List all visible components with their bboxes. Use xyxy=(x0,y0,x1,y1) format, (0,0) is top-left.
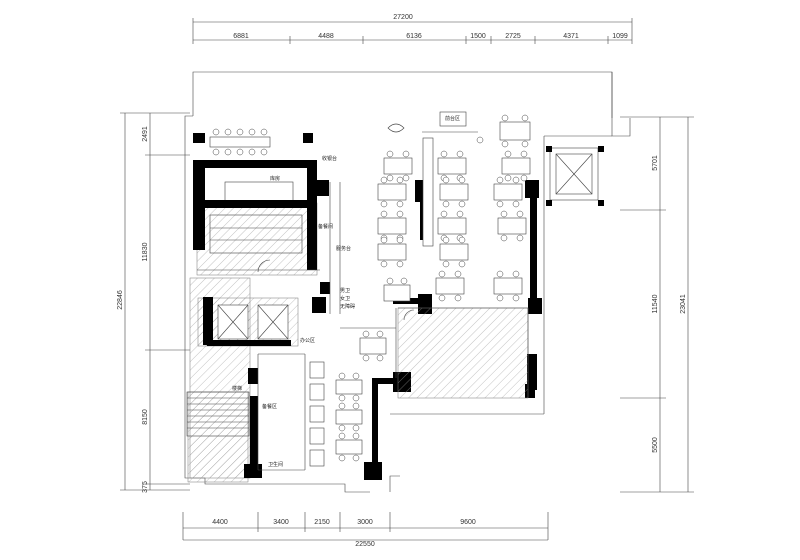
top-dimension-line: 27200 6881 4488 6136 1500 2725 4371 1099 xyxy=(192,14,633,44)
dining-table xyxy=(377,236,407,268)
upper-elevator-core xyxy=(209,181,303,254)
top-dimension-segment: 4488 xyxy=(318,33,334,40)
dining-table xyxy=(377,210,407,242)
bottom-dimension-segment: 3400 xyxy=(273,519,289,526)
dining-table xyxy=(499,114,531,148)
booth-row xyxy=(309,361,325,467)
bottom-dimension-segment: 4400 xyxy=(212,519,228,526)
dining-table xyxy=(497,210,527,242)
right-dimension-segment: 11540 xyxy=(652,294,659,313)
dining-table xyxy=(383,150,413,182)
right-service-zone xyxy=(397,307,529,399)
dining-table xyxy=(359,330,387,362)
interior-partitions xyxy=(197,182,415,471)
right-dimension-segment: 5500 xyxy=(652,437,659,453)
dining-table xyxy=(493,270,523,302)
dining-table xyxy=(335,402,363,432)
office-label: 办公区 xyxy=(300,337,315,344)
left-total-dimension: 22846 xyxy=(117,290,124,310)
left-dimension-segment: 375 xyxy=(142,481,149,493)
prep-label: 备餐间 xyxy=(318,223,333,230)
right-dimension-segment: 5701 xyxy=(652,155,659,171)
reception-label: 前台区 xyxy=(445,115,460,122)
right-dimension-line: 5701 11540 5500 23041 xyxy=(620,116,694,493)
waiting-label: 收银台 xyxy=(322,155,337,162)
top-total-dimension: 27200 xyxy=(393,14,413,21)
left-dimension-line: 2491 11830 8150 375 22846 xyxy=(117,112,190,493)
top-dimension-segment: 4371 xyxy=(563,33,579,40)
top-dimension-segment: 1099 xyxy=(612,33,628,40)
storage-label: 库房 xyxy=(270,175,280,182)
bottom-dimension-segment: 9600 xyxy=(460,519,476,526)
female-toilet-label: 女卫 xyxy=(340,295,350,302)
dining-area xyxy=(209,111,531,467)
top-dimension-segment: 1500 xyxy=(470,33,486,40)
service-label: 服务台 xyxy=(336,245,351,252)
dining-table xyxy=(501,150,531,182)
left-dimension-segment: 8150 xyxy=(142,409,149,425)
dining-table xyxy=(377,176,407,208)
bottom-total-dimension: 22550 xyxy=(355,541,375,548)
male-toilet-label: 男卫 xyxy=(340,288,350,294)
bottom-dimension-segment: 2150 xyxy=(314,519,330,526)
dining-table xyxy=(437,210,467,242)
dining-table xyxy=(335,432,363,462)
room-labels: 前台区 收银台 库房 备餐间 服务台 办公区 备餐区 卫生间 男卫 女卫 无障碍 xyxy=(262,115,460,468)
dining-table xyxy=(335,372,363,402)
left-dimension-segment: 2491 xyxy=(142,126,149,142)
toilet-label: 卫生间 xyxy=(268,461,283,468)
right-elevator-core xyxy=(546,146,604,206)
left-dimension-segment: 11830 xyxy=(142,242,149,261)
prep-area-label: 备餐区 xyxy=(262,403,277,410)
top-left-counter xyxy=(209,128,271,156)
accessible-toilet-label: 无障碍 xyxy=(340,303,355,310)
dining-table xyxy=(383,277,411,302)
dining-table xyxy=(437,150,467,182)
top-dimension-segment: 6881 xyxy=(233,33,249,40)
top-dimension-segment: 6136 xyxy=(406,33,422,40)
left-service-zone xyxy=(187,202,318,483)
reception-desk xyxy=(387,111,484,247)
dining-table xyxy=(439,176,469,208)
right-total-dimension: 23041 xyxy=(680,294,687,314)
stairs: 楼梯 xyxy=(186,385,250,437)
dining-table xyxy=(439,236,469,268)
bottom-dimension-segment: 3000 xyxy=(357,519,373,526)
top-dimension-segment: 2725 xyxy=(505,33,521,40)
stairs-label: 楼梯 xyxy=(232,385,242,392)
bottom-dimension-line: 4400 3400 2150 3000 9600 22550 xyxy=(182,512,549,548)
dining-table xyxy=(493,176,523,208)
dining-table xyxy=(435,270,465,302)
